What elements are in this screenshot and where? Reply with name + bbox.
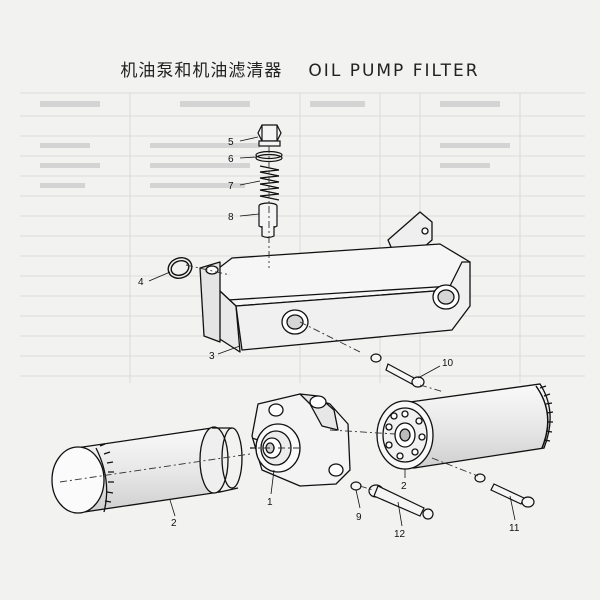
washer-part-9 [350, 481, 362, 491]
callout-7: 7 [228, 181, 234, 192]
page-title: 机油泵和机油滤清器 OIL PUMP FILTER [0, 56, 600, 81]
bolt-part-10 [370, 353, 425, 388]
bolt-part-12 [368, 484, 434, 520]
oil-cooler-part-3 [199, 211, 471, 353]
callout-12: 12 [394, 529, 406, 540]
assembly-centerlines [59, 146, 479, 491]
hex-bolt-part-5 [257, 124, 282, 147]
callout-5: 5 [228, 137, 234, 148]
o-ring-part-4 [167, 257, 193, 279]
title-chinese: 机油泵和机油滤清器 [120, 61, 283, 81]
callout-4: 4 [138, 277, 144, 288]
oil-filter-right-part-2 [376, 383, 554, 470]
callout-2-right: 2 [401, 481, 407, 492]
oil-filter-left-part-2 [51, 426, 243, 514]
callout-2-left: 2 [171, 518, 177, 529]
bolt-part-11 [474, 473, 535, 508]
callout-6: 6 [228, 154, 234, 165]
callout-8: 8 [228, 212, 234, 223]
callout-leaders [148, 136, 516, 527]
callout-3: 3 [209, 351, 215, 362]
callout-9: 9 [356, 512, 362, 523]
title-english: OIL PUMP FILTER [308, 61, 480, 81]
callout-11: 11 [509, 523, 520, 534]
callout-10: 10 [442, 358, 454, 369]
valve-plug-part-8 [258, 202, 278, 239]
callout-1: 1 [267, 497, 273, 508]
oil-pump-housing-part-1 [250, 393, 351, 487]
spring-part-7 [259, 165, 280, 201]
